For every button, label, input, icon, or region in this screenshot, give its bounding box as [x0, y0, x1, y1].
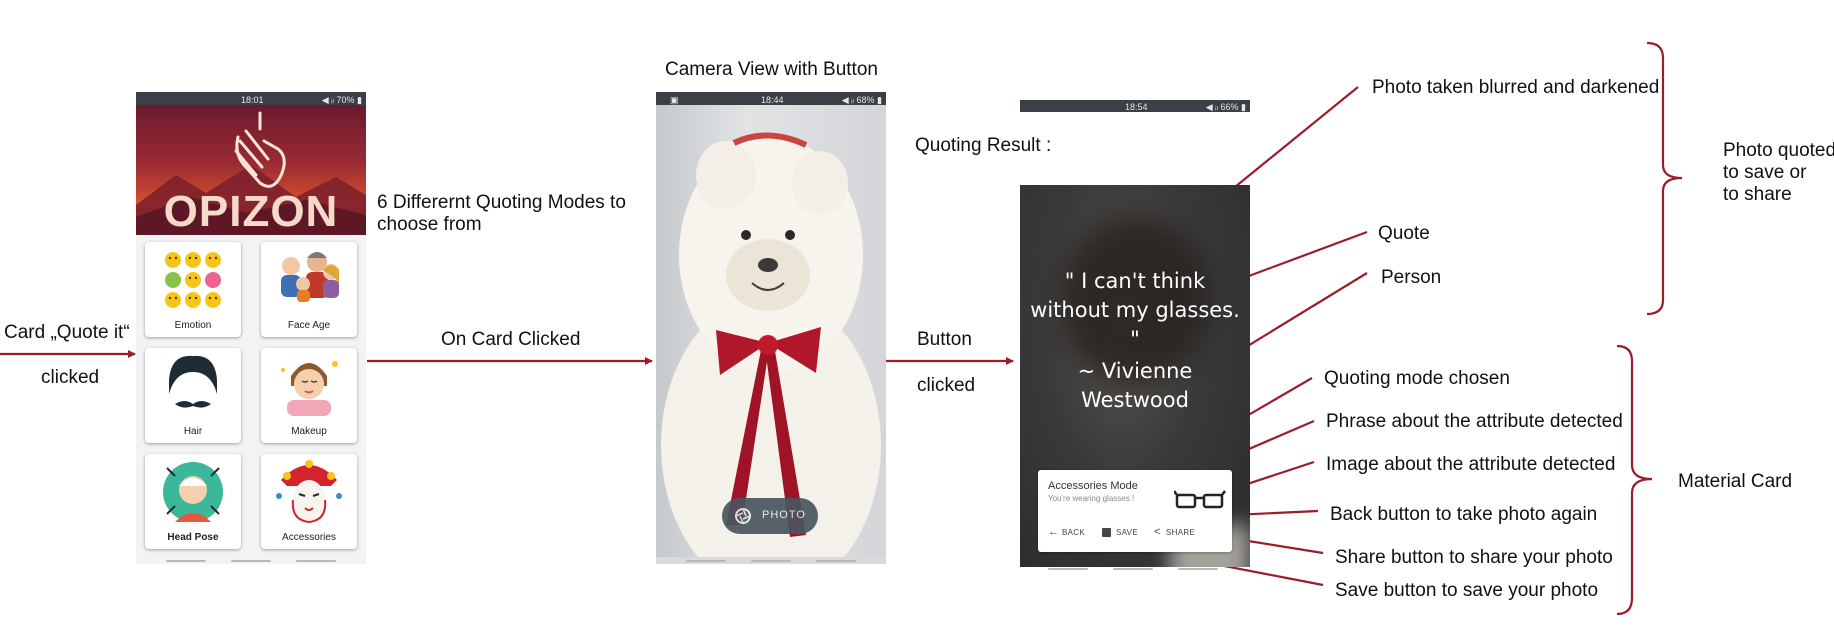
blurred-person	[1060, 215, 1210, 385]
label-quote: Quote	[1378, 223, 1430, 244]
nav-indicator	[166, 560, 206, 562]
label-back-btn: Back button to take photo again	[1330, 504, 1598, 525]
photo-button-label: PHOTO	[762, 509, 806, 521]
mode-card-emotion[interactable]: Emotion	[145, 242, 241, 337]
label-clicked: clicked	[41, 367, 100, 388]
back-label: BACK	[1062, 528, 1085, 537]
quote-text: " I can't think without my glasses. "	[1030, 269, 1240, 351]
label-photo-blurred: Photo taken blurred and darkened	[1372, 77, 1660, 98]
brand-banner: OPIZON	[136, 105, 366, 235]
makeup-face-icon	[281, 361, 338, 416]
glasses-icon	[1174, 490, 1226, 509]
mode-card-face-age[interactable]: Face Age	[261, 242, 357, 337]
label-share-btn: Share button to share your photo	[1335, 547, 1613, 568]
teddy-bear-image	[661, 132, 881, 557]
card-label: Head Pose	[167, 532, 219, 543]
nav-indicator	[1113, 568, 1153, 570]
status-bar: ▣ 18:44 ◀ ᵢₗ 68% ▮	[656, 92, 886, 105]
status-icons: ◀ ᵢₗ 70% ▮	[321, 95, 362, 105]
mode-card-head-pose[interactable]: Head Pose	[145, 454, 241, 549]
gallery-icon: ▣	[670, 95, 679, 105]
label-modes: 6 Differernt Quoting Modes to choose fro…	[377, 192, 626, 235]
nav-indicator	[686, 560, 726, 562]
opera-mask-icon	[276, 460, 342, 524]
mode-card-accessories[interactable]: Accessories	[261, 454, 357, 549]
label-photo-quoted: Photo quoted to save or to share	[1723, 140, 1834, 205]
floppy-icon	[1102, 528, 1111, 537]
camera-preview: PHOTO	[656, 105, 886, 557]
back-button[interactable]: ← BACK	[1046, 526, 1090, 542]
card-label: Accessories	[282, 532, 336, 543]
mode-card-makeup[interactable]: Makeup	[261, 348, 357, 443]
label-button: Button	[917, 329, 972, 350]
nav-indicator	[816, 560, 856, 562]
card-label: Emotion	[174, 320, 212, 331]
status-icons: ◀ ᵢₗ 66% ▮	[1205, 102, 1246, 112]
family-icon	[281, 252, 339, 302]
camera-shutter-icon	[735, 508, 751, 524]
label-phrase: Phrase about the attribute detected	[1326, 411, 1623, 432]
emoji-grid-icon	[165, 252, 221, 308]
screen-mode-selection: 18:01 ◀ ᵢₗ 70% ▮ OPIZON	[136, 92, 366, 564]
arrow-left-icon: ←	[1048, 526, 1059, 538]
card-subtitle: You're wearing glasses !	[1048, 494, 1135, 503]
card-label: Hair	[183, 426, 203, 437]
label-save-btn: Save button to save your photo	[1335, 580, 1599, 601]
quote-author: ~ Vivienne Westwood	[1077, 359, 1193, 412]
status-bar: 18:01 ◀ ᵢₗ 70% ▮	[136, 92, 366, 105]
status-bar: 18:54 ◀ ᵢₗ 66% ▮	[1020, 100, 1250, 112]
head-pose-icon	[163, 462, 223, 522]
label-material-card: Material Card	[1678, 471, 1793, 492]
share-icon: <	[1154, 526, 1161, 538]
card-title: Accessories Mode	[1048, 480, 1138, 492]
mountains-icon	[136, 165, 366, 235]
material-card: Accessories Mode You're wearing glasses …	[1038, 470, 1232, 552]
label-image-attr: Image about the attribute detected	[1326, 454, 1616, 475]
share-label: SHARE	[1166, 528, 1196, 537]
save-button[interactable]: SAVE	[1100, 526, 1144, 542]
hair-mustache-icon	[169, 355, 217, 408]
screen-camera: ▣ 18:44 ◀ ᵢₗ 68% ▮ PHOTO	[656, 92, 886, 564]
card-label: Makeup	[291, 426, 327, 437]
share-button[interactable]: < SHARE	[1152, 526, 1202, 542]
label-on-card-clicked: On Card Clicked	[441, 329, 581, 350]
nav-indicator	[231, 560, 271, 562]
label-card-quote-it: Card „Quote it“	[4, 322, 130, 343]
nav-indicator	[1178, 568, 1218, 570]
save-label: SAVE	[1116, 528, 1138, 537]
label-mode-chosen: Quoting mode chosen	[1324, 368, 1510, 389]
brace-material-card	[1616, 344, 1653, 616]
label-camera-view: Camera View with Button	[665, 59, 878, 80]
mode-card-hair[interactable]: Hair	[145, 348, 241, 443]
status-time: 18:44	[761, 95, 784, 105]
brand-title: OPIZON	[163, 187, 339, 235]
card-label: Face Age	[287, 320, 331, 331]
status-time: 18:54	[1125, 102, 1148, 112]
label-person: Person	[1381, 267, 1442, 288]
nav-indicator	[296, 560, 336, 562]
nav-indicator	[751, 560, 791, 562]
label-button-clicked: clicked	[917, 375, 976, 396]
hand-logo-icon	[234, 111, 286, 188]
label-quoting-result: Quoting Result :	[915, 135, 1052, 156]
photo-button[interactable]: PHOTO	[722, 498, 818, 534]
brace-photo-quoted	[1646, 41, 1683, 316]
nav-indicator	[1048, 568, 1088, 570]
status-icons: ◀ ᵢₗ 68% ▮	[841, 95, 882, 105]
status-time: 18:01	[241, 95, 264, 105]
